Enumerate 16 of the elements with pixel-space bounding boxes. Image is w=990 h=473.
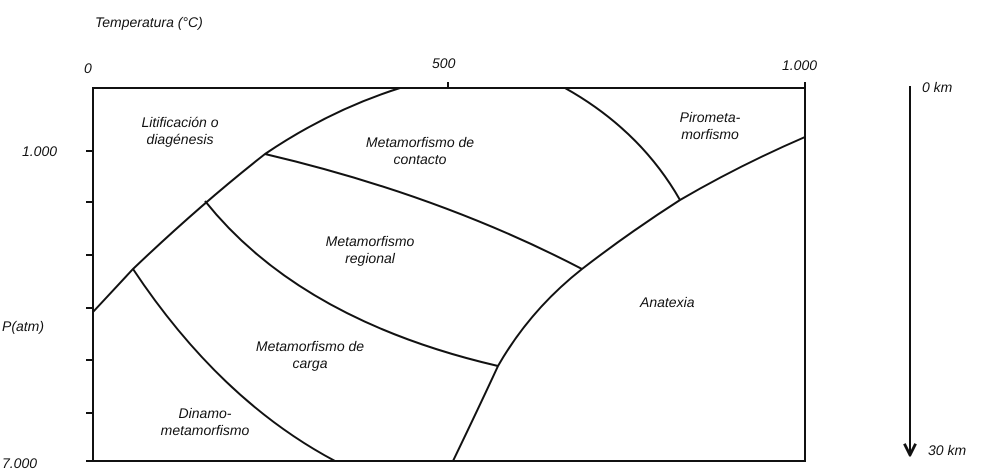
region-label: Dinamo- metamorfismo [160,405,250,439]
region-label: Metamorfismo de carga [254,338,366,372]
axis-title: P(atm) [2,318,44,335]
axis-title: Temperatura (°C) [95,14,203,31]
tick-label: 0 [84,60,92,77]
depth-label: 30 km [928,442,966,459]
tick-label: 1.000 [22,143,58,160]
tick-label: 1.000 [782,57,818,74]
region-label: Metamorfismo de contacto [364,134,476,168]
region-label: Pirometa- morfismo [678,109,742,143]
region-label: Anatexia [640,294,694,311]
tick-label: 7.000 [2,455,38,472]
region-label: Metamorfismo regional [324,233,416,267]
depth-label: 0 km [922,79,952,96]
region-label: Litificación o diagénesis [140,114,220,148]
tick-label: 500 [432,55,456,72]
